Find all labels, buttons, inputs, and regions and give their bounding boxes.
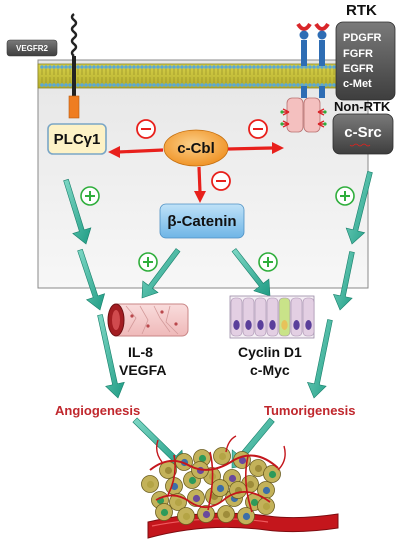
tumor-illustration	[141, 435, 339, 539]
cell-membrane	[37, 63, 369, 89]
cmyc-label: c-Myc	[250, 362, 290, 378]
csrc-box	[332, 113, 394, 155]
inhibition-arrows	[108, 142, 284, 203]
rtk-item-egfr: EGFR	[343, 63, 374, 75]
ccbl-label: c-Cbl	[177, 139, 215, 157]
rtk-title: RTK	[346, 2, 377, 19]
receptor-kinase-domains	[280, 97, 327, 133]
csrc-label: c-Src	[344, 123, 382, 141]
vegfr2-receptor	[68, 13, 80, 119]
rtk-item-cmet: c-Met	[343, 78, 372, 90]
spellcheck-underline	[349, 143, 371, 147]
non-rtk-label: Non-RTK	[334, 99, 391, 114]
vegfr2-label: VEGFR2	[15, 43, 48, 53]
vegfr2-tag	[6, 39, 58, 57]
cell-body	[37, 59, 369, 289]
plc-label: PLCγ1	[53, 130, 101, 148]
angiogenesis-label: Angiogenesis	[55, 403, 141, 418]
cyclind1-label: Cyclin D1	[238, 344, 302, 360]
bcatenin-label: β-Catenin	[167, 212, 237, 230]
il8-label: IL-8	[128, 344, 153, 360]
rtk-item-fgfr: FGFR	[343, 48, 373, 60]
activation-arrows	[63, 171, 373, 469]
tumorigenesis-label: Tumorigenesis	[264, 403, 356, 418]
blood-vessel-illustration	[107, 303, 189, 337]
vegfa-label: VEGFA	[119, 362, 167, 378]
rtk-list-box	[335, 21, 396, 101]
plc-box	[47, 123, 107, 155]
rtk-receptors	[296, 22, 330, 98]
epithelial-cells-illustration	[229, 295, 315, 339]
rtk-item-pdgfr: PDGFR	[343, 32, 382, 44]
bcatenin-box	[159, 203, 245, 239]
